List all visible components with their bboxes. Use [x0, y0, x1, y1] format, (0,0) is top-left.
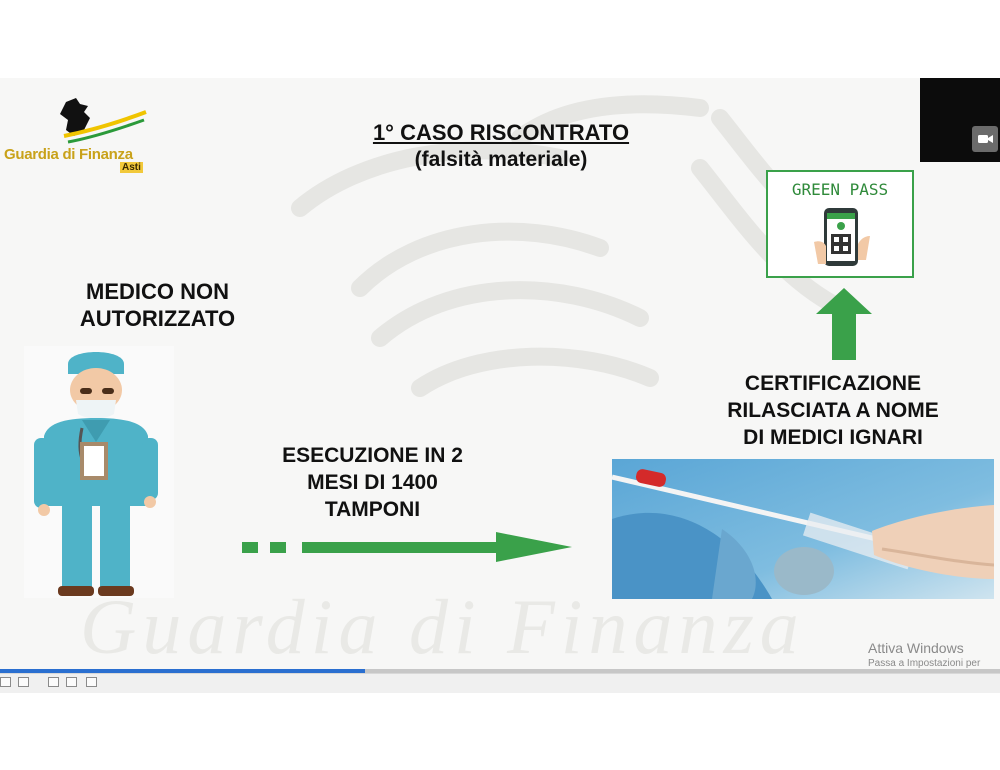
esecuzione-label-line-3: TAMPONI: [324, 498, 421, 521]
window-icon[interactable]: [48, 677, 59, 687]
esecuzione-label-line-1: ESECUZIONE IN 2: [282, 444, 463, 467]
windows-activation-notice: Attiva Windows Passa a Impostazioni per: [868, 640, 1000, 670]
certificazione-label-line-1: CERTIFICAZIONE: [744, 372, 922, 395]
windows-activation-subtitle: Passa a Impostazioni per: [868, 658, 981, 669]
windows-activation-title: Attiva Windows: [868, 640, 964, 656]
guardia-di-finanza-logo: Guardia di Finanza Asti: [4, 96, 154, 176]
medico-label-line-2: AUTORIZZATO: [79, 306, 236, 331]
logo-name: Guardia di Finanza: [4, 146, 133, 163]
playback-progress-fill: [0, 669, 365, 673]
green-pass-label: GREEN PASS: [791, 180, 889, 199]
certificazione-label-line-2: RILASCIATA A NOME: [727, 399, 939, 422]
video-camera-button[interactable]: [972, 126, 998, 152]
certificazione-label-line-3: DI MEDICI IGNARI: [743, 426, 923, 449]
swab-test-photo: [612, 459, 994, 599]
video-camera-icon: [978, 135, 993, 143]
esecuzione-label-line-2: MESI DI 1400: [307, 471, 438, 494]
expand-icon[interactable]: [0, 677, 11, 687]
thumbnails-icon[interactable]: [18, 677, 29, 687]
certificazione-label: CERTIFICAZIONE RILASCIATA A NOME DI MEDI…: [668, 370, 998, 451]
green-pass-box: GREEN PASS: [766, 170, 914, 278]
phone-qr-icon: [814, 208, 870, 266]
esecuzione-label: ESECUZIONE IN 2 MESI DI 1400 TAMPONI: [225, 442, 520, 523]
slide-title: 1° CASO RISCONTRATO: [372, 120, 630, 145]
close-icon[interactable]: [86, 677, 97, 687]
medico-label: MEDICO NON AUTORIZZATO: [30, 278, 285, 332]
slide-subtitle: (falsità materiale): [414, 148, 588, 171]
griffin-emblem-icon: [60, 98, 147, 144]
medico-label-line-1: MEDICO NON: [86, 279, 229, 304]
arrow-up-icon: [816, 288, 872, 360]
arrow-right-icon: [242, 532, 572, 562]
presentation-slide: Guardia di Finanza Guardia di Finanza As…: [0, 78, 1000, 670]
player-toolbar: [0, 673, 1000, 693]
screen-icon[interactable]: [66, 677, 77, 687]
logo-subtitle: Asti: [120, 162, 143, 173]
playback-progress-bar[interactable]: [0, 669, 1000, 673]
video-tile[interactable]: [920, 78, 1000, 162]
doctor-illustration: [24, 346, 174, 598]
